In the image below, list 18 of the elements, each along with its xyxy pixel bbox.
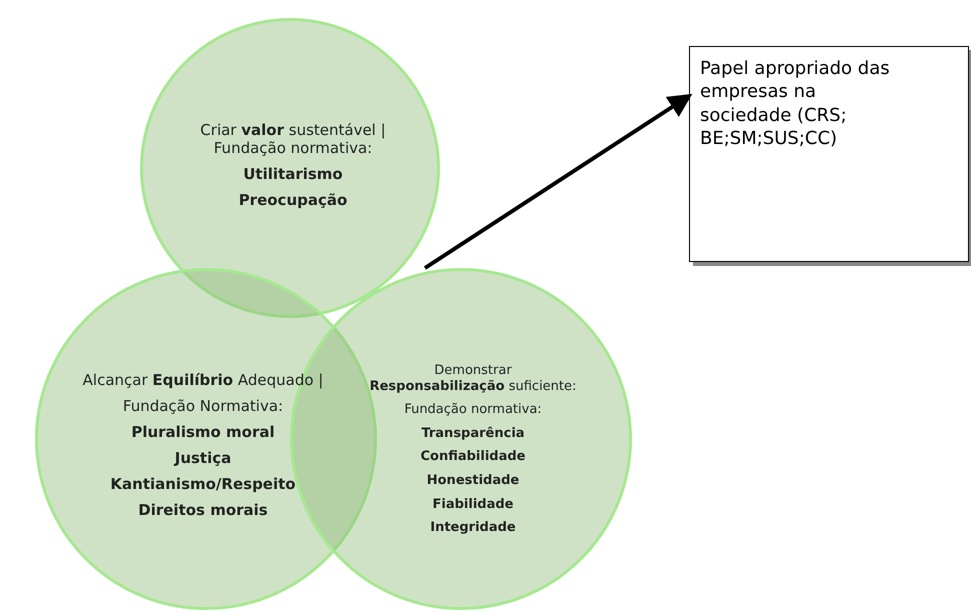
value-item: Preocupação [238, 191, 348, 209]
circle-subheading: Fundação normativa: [403, 402, 543, 418]
circle-heading: Criar valor sustentável | Fundação normativa: [199, 121, 387, 157]
value-item: Confiabilidade [419, 449, 526, 465]
arrow [424, 94, 692, 270]
circle-heading: Alcançar Equilíbrio Adequado | [82, 371, 324, 389]
value-item: Integridade [429, 520, 517, 536]
value-item: Pluralismo moral [130, 423, 276, 441]
value-item: Utilitarismo [242, 165, 344, 183]
circle-heading: Demonstrar Responsabilização suficiente: [368, 363, 578, 394]
value-item: Transparência [420, 426, 526, 442]
value-item: Justiça [172, 449, 232, 467]
value-item: Fiabilidade [432, 496, 514, 512]
value-item: Kantianismo/Respeito [109, 475, 297, 493]
value-item: Honestidade [426, 472, 520, 489]
value-item: Direitos morais [137, 501, 269, 519]
circle-subheading: Fundação Normativa: [122, 397, 284, 415]
box-text: Papel apropriado das empresas na sociedade (CRS; BE;SM;SUS;CC) [700, 57, 891, 151]
